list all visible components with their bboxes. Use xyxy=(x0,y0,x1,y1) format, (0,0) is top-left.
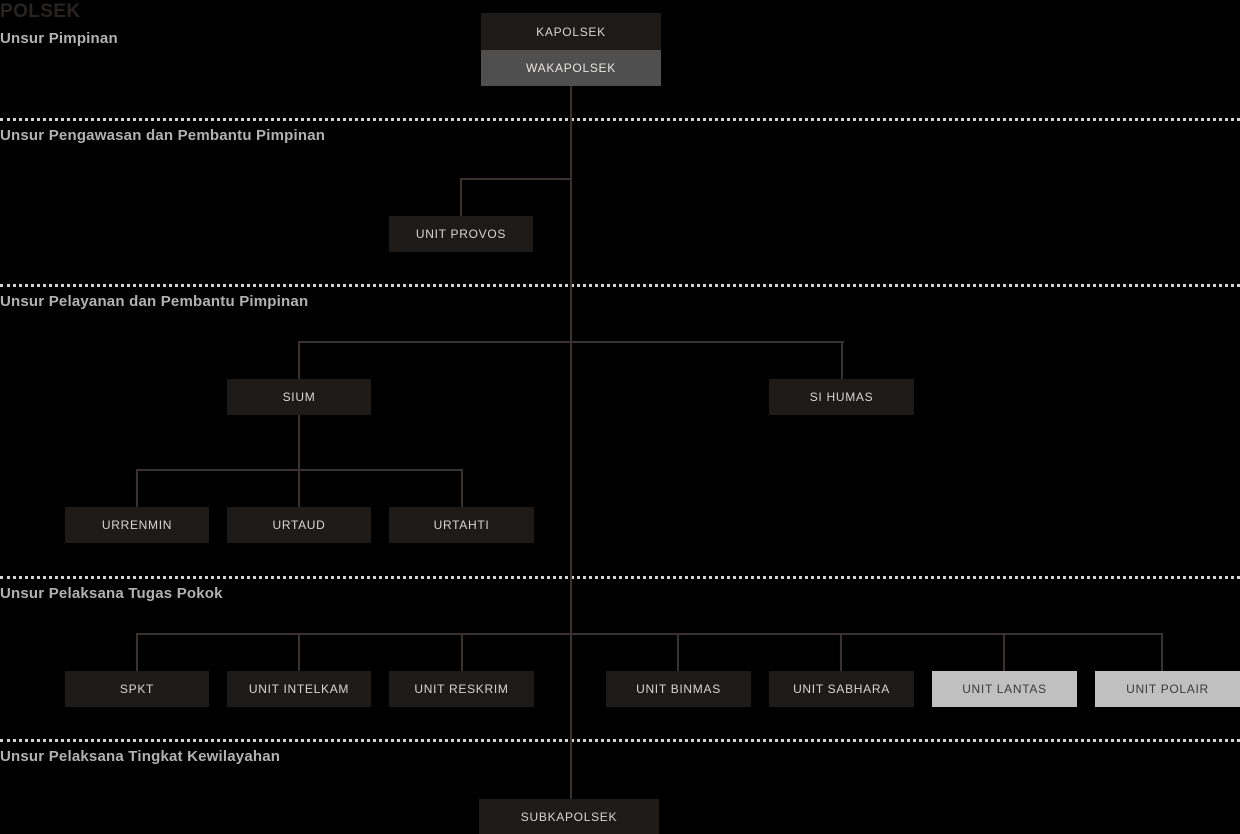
node-si-humas[interactable]: SI HUMAS xyxy=(769,379,914,415)
connector-pelaksana-bus xyxy=(136,633,1163,635)
node-unit-provos[interactable]: UNIT PROVOS xyxy=(389,216,533,252)
connector-binmas-drop xyxy=(677,633,679,671)
section-label-unsur-pelaksana-tugas-pokok: Unsur Pelaksana Tugas Pokok xyxy=(0,585,223,602)
connector-provos-horizontal xyxy=(460,178,572,180)
node-sium[interactable]: SIUM xyxy=(227,379,371,415)
connector-intelkam-drop xyxy=(298,633,300,671)
section-label-unsur-pelaksana-kewilayahan: Unsur Pelaksana Tingkat Kewilayahan xyxy=(0,748,281,765)
section-divider-3 xyxy=(0,576,1240,579)
connector-urtahti-drop xyxy=(461,469,463,507)
connector-spkt-drop xyxy=(136,633,138,671)
node-spkt[interactable]: SPKT xyxy=(65,671,209,707)
trunk-line-seg-4 xyxy=(570,634,572,800)
node-unit-lantas[interactable]: UNIT LANTAS xyxy=(932,671,1077,707)
node-urrenmin[interactable]: URRENMIN xyxy=(65,507,209,543)
connector-sabhara-drop xyxy=(840,633,842,671)
section-divider-4 xyxy=(0,739,1240,742)
node-unit-polair[interactable]: UNIT POLAIR xyxy=(1095,671,1240,707)
section-label-unsur-pengawasan: Unsur Pengawasan dan Pembantu Pimpinan xyxy=(0,127,326,144)
page-title: POLSEK xyxy=(0,1,81,22)
section-divider-2 xyxy=(0,284,1240,287)
node-wakapolsek[interactable]: WAKAPOLSEK xyxy=(481,50,661,86)
node-kapolsek[interactable]: KAPOLSEK xyxy=(481,13,661,50)
connector-urtaud-drop xyxy=(298,469,300,507)
trunk-line-seg-1 xyxy=(570,86,572,180)
connector-sium-stem xyxy=(298,415,300,470)
node-subkapolsek[interactable]: SUBKAPOLSEK xyxy=(479,799,659,834)
node-unit-intelkam[interactable]: UNIT INTELKAM xyxy=(227,671,371,707)
connector-sium-drop xyxy=(298,341,300,379)
node-urtahti[interactable]: URTAHTI xyxy=(389,507,534,543)
node-unit-binmas[interactable]: UNIT BINMAS xyxy=(606,671,751,707)
section-label-unsur-pimpinan: Unsur Pimpinan xyxy=(0,30,118,47)
connector-sihumas-drop xyxy=(841,341,843,379)
connector-urrenmin-drop xyxy=(136,469,138,507)
connector-pelayanan-bus xyxy=(298,341,844,343)
section-divider-1 xyxy=(0,118,1240,121)
trunk-line-seg-2 xyxy=(570,180,572,341)
node-unit-sabhara[interactable]: UNIT SABHARA xyxy=(769,671,914,707)
node-urtaud[interactable]: URTAUD xyxy=(227,507,371,543)
connector-reskrim-drop xyxy=(461,633,463,671)
trunk-line-seg-3 xyxy=(570,341,572,634)
node-unit-reskrim[interactable]: UNIT RESKRIM xyxy=(389,671,534,707)
connector-polair-drop xyxy=(1161,633,1163,671)
section-label-unsur-pelayanan: Unsur Pelayanan dan Pembantu Pimpinan xyxy=(0,293,309,310)
connector-lantas-drop xyxy=(1003,633,1005,671)
connector-provos-vertical xyxy=(460,178,462,216)
